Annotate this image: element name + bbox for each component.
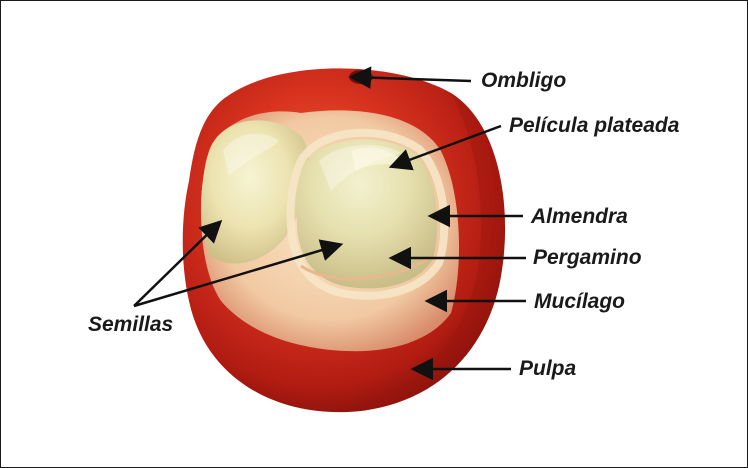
pulp-rim-shading xyxy=(361,93,506,411)
parchment-curl xyxy=(300,254,434,281)
left-seed-shape xyxy=(201,120,310,264)
label-pulpa: Pulpa xyxy=(519,357,577,380)
arrow-ombligo xyxy=(348,66,472,89)
arrow-semillas-left xyxy=(133,219,223,307)
label-pelicula-plateada: Película plateada xyxy=(509,114,680,137)
parchment-shape xyxy=(286,128,449,300)
left-seed-highlight xyxy=(223,133,279,176)
label-almendra: Almendra xyxy=(531,205,628,228)
label-mucilago: Mucílago xyxy=(534,290,626,313)
arrow-pelicula xyxy=(388,124,502,171)
arrow-semillas-main xyxy=(133,239,344,308)
label-semillas: Semillas xyxy=(88,313,174,336)
label-pergamino: Pergamino xyxy=(533,246,642,269)
label-ombligo: Ombligo xyxy=(481,69,567,92)
